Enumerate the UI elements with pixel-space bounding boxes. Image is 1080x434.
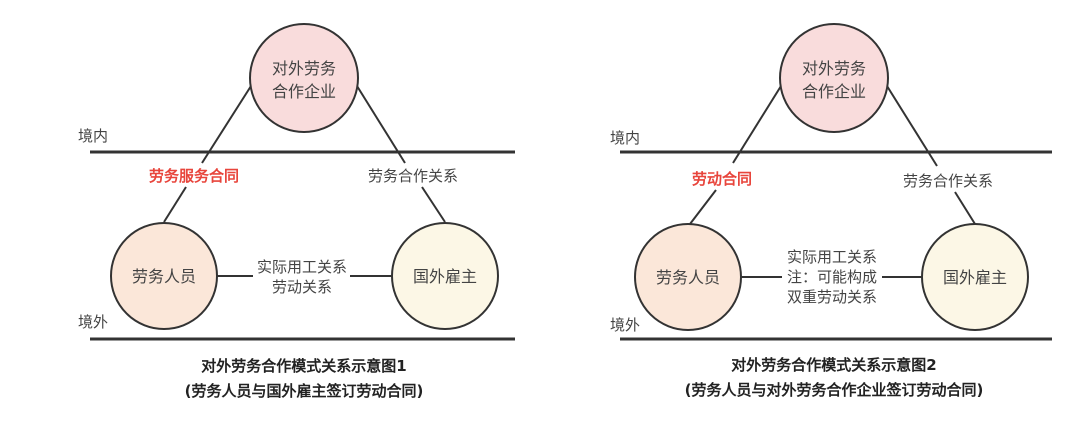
caption-title: 对外劳务合作模式关系示意图1 (201, 357, 406, 375)
right-link-label: 劳务合作关系 (903, 172, 993, 190)
bottom-link-label: 实际用工关系 (257, 258, 347, 276)
employer-node (921, 223, 1029, 331)
company-node (249, 23, 359, 133)
overseas-label: 境外 (78, 313, 108, 331)
bottom-link-label: 劳动关系 (272, 278, 332, 296)
company-node (779, 23, 889, 133)
left-link-line (201, 85, 252, 164)
worker-node (110, 222, 218, 330)
caption-title: 对外劳务合作模式关系示意图2 (731, 356, 936, 374)
employer-node (391, 222, 499, 330)
left-link-line (689, 189, 717, 225)
left-link-line (732, 85, 782, 164)
domestic-label: 境内 (610, 129, 640, 147)
left-link-label: 劳务服务合同 (149, 167, 239, 185)
employer-label: 国外雇主 (943, 268, 1007, 287)
right-link-label: 劳务合作关系 (368, 167, 458, 185)
employer-label: 国外雇主 (413, 267, 477, 286)
right-link-line (421, 186, 446, 223)
diagram-1: 境内 境外 对外劳务 合作企业 劳务人员 国外雇主 劳务服务合同 劳务合作关系 … (78, 23, 515, 400)
company-label: 对外劳务 (272, 59, 336, 78)
left-link-line (163, 186, 187, 223)
right-link-line (356, 85, 406, 164)
right-link-line (886, 85, 938, 167)
caption-subtitle: (劳务人员与国外雇主签订劳动合同) (185, 382, 424, 400)
worker-node (634, 223, 742, 331)
company-label: 对外劳务 (802, 59, 866, 78)
worker-label: 劳务人员 (656, 268, 720, 287)
bottom-link-label: 实际用工关系 (787, 248, 877, 266)
bottom-link-label: 双重劳动关系 (787, 288, 877, 306)
caption-subtitle: (劳务人员与对外劳务合作企业签订劳动合同) (685, 381, 984, 399)
bottom-link-label: 注：可能构成 (787, 268, 877, 286)
right-link-line (954, 191, 976, 225)
diagram-2: 境内 境外 对外劳务 合作企业 劳务人员 国外雇主 劳动合同 劳务合作关系 实际… (610, 23, 1052, 399)
domestic-label: 境内 (78, 127, 108, 145)
company-label: 合作企业 (272, 82, 336, 101)
overseas-label: 境外 (610, 316, 640, 334)
worker-label: 劳务人员 (132, 267, 196, 286)
left-link-label: 劳动合同 (692, 170, 752, 188)
company-label: 合作企业 (802, 82, 866, 101)
